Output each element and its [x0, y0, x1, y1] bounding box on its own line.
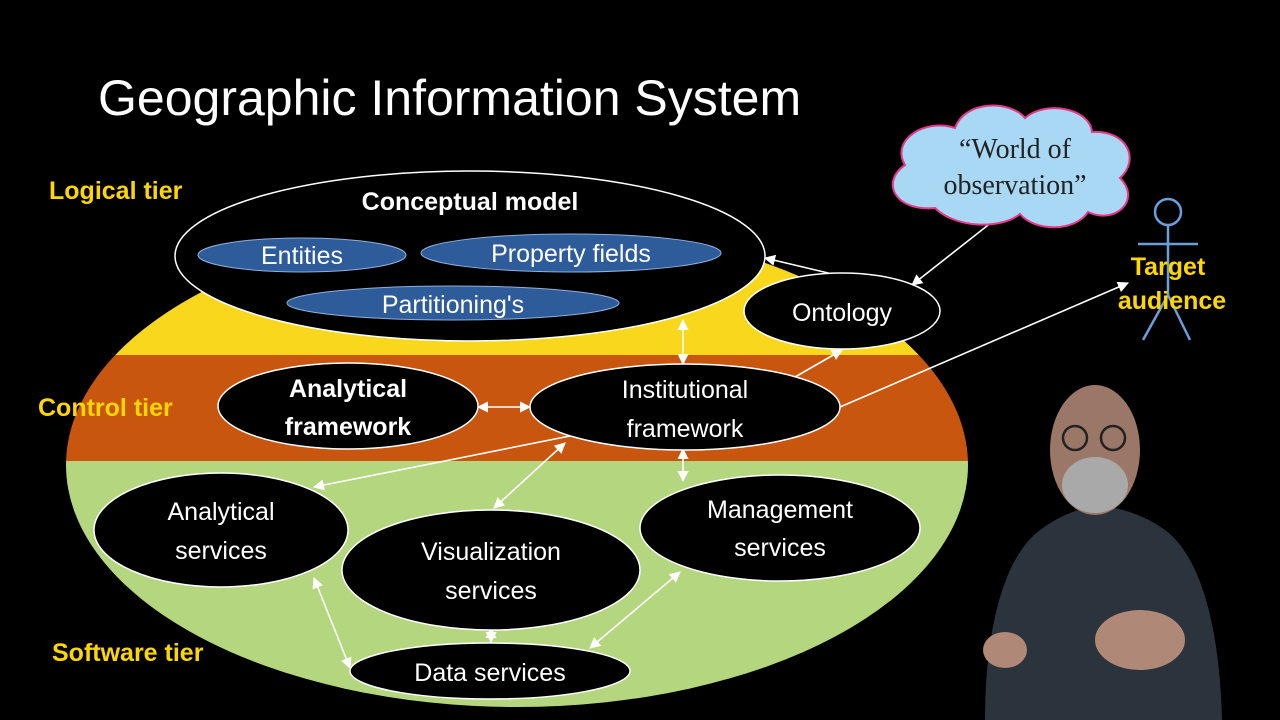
presenter-video-overlay	[983, 385, 1222, 720]
analytical-services-node: Analytical services	[93, 472, 349, 588]
management-services-line1: Management	[707, 496, 853, 524]
logical-tier-label: Logical tier	[49, 177, 183, 205]
visualization-services-node: Visualization services	[341, 509, 641, 631]
ontology-label: Ontology	[792, 299, 893, 327]
institutional-framework-line2: framework	[627, 415, 744, 443]
property-fields-ellipse	[420, 233, 722, 273]
page-title: Geographic Information System	[98, 70, 801, 126]
conceptual-model-title: Conceptual model	[362, 188, 579, 216]
connector-institutional-analytical-services	[312, 431, 591, 491]
data-services-node: Data services	[349, 642, 631, 700]
presenter-hand-left	[983, 632, 1027, 668]
institutional-framework-node: Institutional framework	[529, 363, 841, 451]
control-tier-band	[66, 355, 968, 461]
connector-institutional-ontology	[794, 349, 843, 378]
management-services-line2: services	[734, 534, 826, 562]
partitionings-label: Partitioning's	[382, 291, 524, 319]
software-tier-label: Software tier	[52, 639, 204, 667]
target-audience-line1: Target	[1131, 253, 1206, 281]
world-of-observation-cloud: “World of observation”	[891, 104, 1131, 229]
connector-analytical-data	[312, 576, 352, 670]
visualization-services-line2: services	[445, 577, 537, 605]
cloud-shape	[891, 104, 1131, 229]
entities-ellipse	[197, 237, 407, 273]
target-audience-line2: audience	[1118, 287, 1226, 315]
institutional-framework-line1: Institutional	[622, 376, 748, 404]
control-tier-label: Control tier	[38, 394, 173, 422]
data-services-label: Data services	[414, 659, 565, 687]
ontology-node: Ontology	[743, 272, 941, 350]
analytical-framework-node: Analytical framework	[217, 362, 479, 450]
connector-institutional-audience	[839, 281, 1130, 408]
presenter-body	[985, 505, 1222, 720]
analytical-framework-line1: Analytical	[289, 375, 407, 403]
analytical-services-line2: services	[175, 537, 267, 565]
connector-institutional-visualization	[493, 442, 566, 509]
partitionings-ellipse	[286, 285, 620, 321]
presenter-glasses-right	[1099, 424, 1127, 452]
target-audience-figure-icon	[1138, 197, 1198, 341]
connector-cloud-ontology	[911, 221, 993, 286]
conceptual-model: Conceptual model Entities Property field…	[174, 170, 766, 342]
presenter-glasses-left	[1061, 424, 1089, 452]
cloud-line1: “World of	[959, 134, 1072, 165]
property-fields-label: Property fields	[491, 240, 651, 268]
management-services-node: Management services	[639, 474, 921, 582]
connector-data-management	[589, 571, 681, 649]
cloud-line2: observation”	[943, 170, 1086, 201]
presenter-hand-right	[1095, 610, 1185, 670]
visualization-services-line1: Visualization	[421, 538, 561, 566]
entities-label: Entities	[261, 242, 343, 270]
analytical-services-line1: Analytical	[168, 498, 275, 526]
analytical-framework-line2: framework	[285, 413, 412, 441]
presenter-beard	[1062, 457, 1128, 513]
